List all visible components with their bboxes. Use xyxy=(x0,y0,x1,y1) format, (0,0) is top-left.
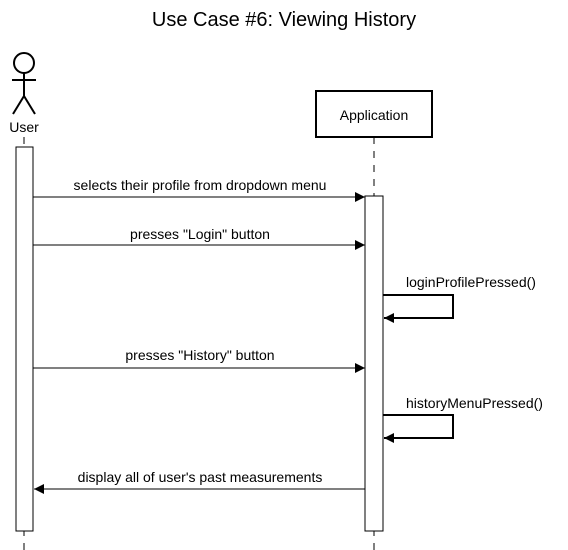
message-display-measurements: display all of user's past measurements xyxy=(34,469,365,494)
message-label: presses "History" button xyxy=(125,347,274,363)
application-participant-box xyxy=(315,90,433,138)
message-label: presses "Login" button xyxy=(130,226,270,242)
message-press-history: presses "History" button xyxy=(33,347,365,373)
message-label: loginProfilePressed() xyxy=(406,274,536,290)
message-label: selects their profile from dropdown menu xyxy=(74,177,327,193)
user-actor-icon xyxy=(12,52,36,115)
application-participant-label: Application xyxy=(340,107,409,123)
application-activation-bar xyxy=(364,195,384,532)
message-login-profile-pressed: loginProfilePressed() xyxy=(383,274,536,323)
message-label: display all of user's past measurements xyxy=(78,469,323,485)
user-participant-label: User xyxy=(9,119,39,135)
message-label: historyMenuPressed() xyxy=(406,395,543,411)
user-activation-bar xyxy=(15,146,34,532)
message-history-menu-pressed: historyMenuPressed() xyxy=(383,395,543,443)
message-select-profile: selects their profile from dropdown menu xyxy=(33,177,365,202)
diagram-title: Use Case #6: Viewing History xyxy=(152,9,416,31)
message-press-login: presses "Login" button xyxy=(33,226,365,250)
